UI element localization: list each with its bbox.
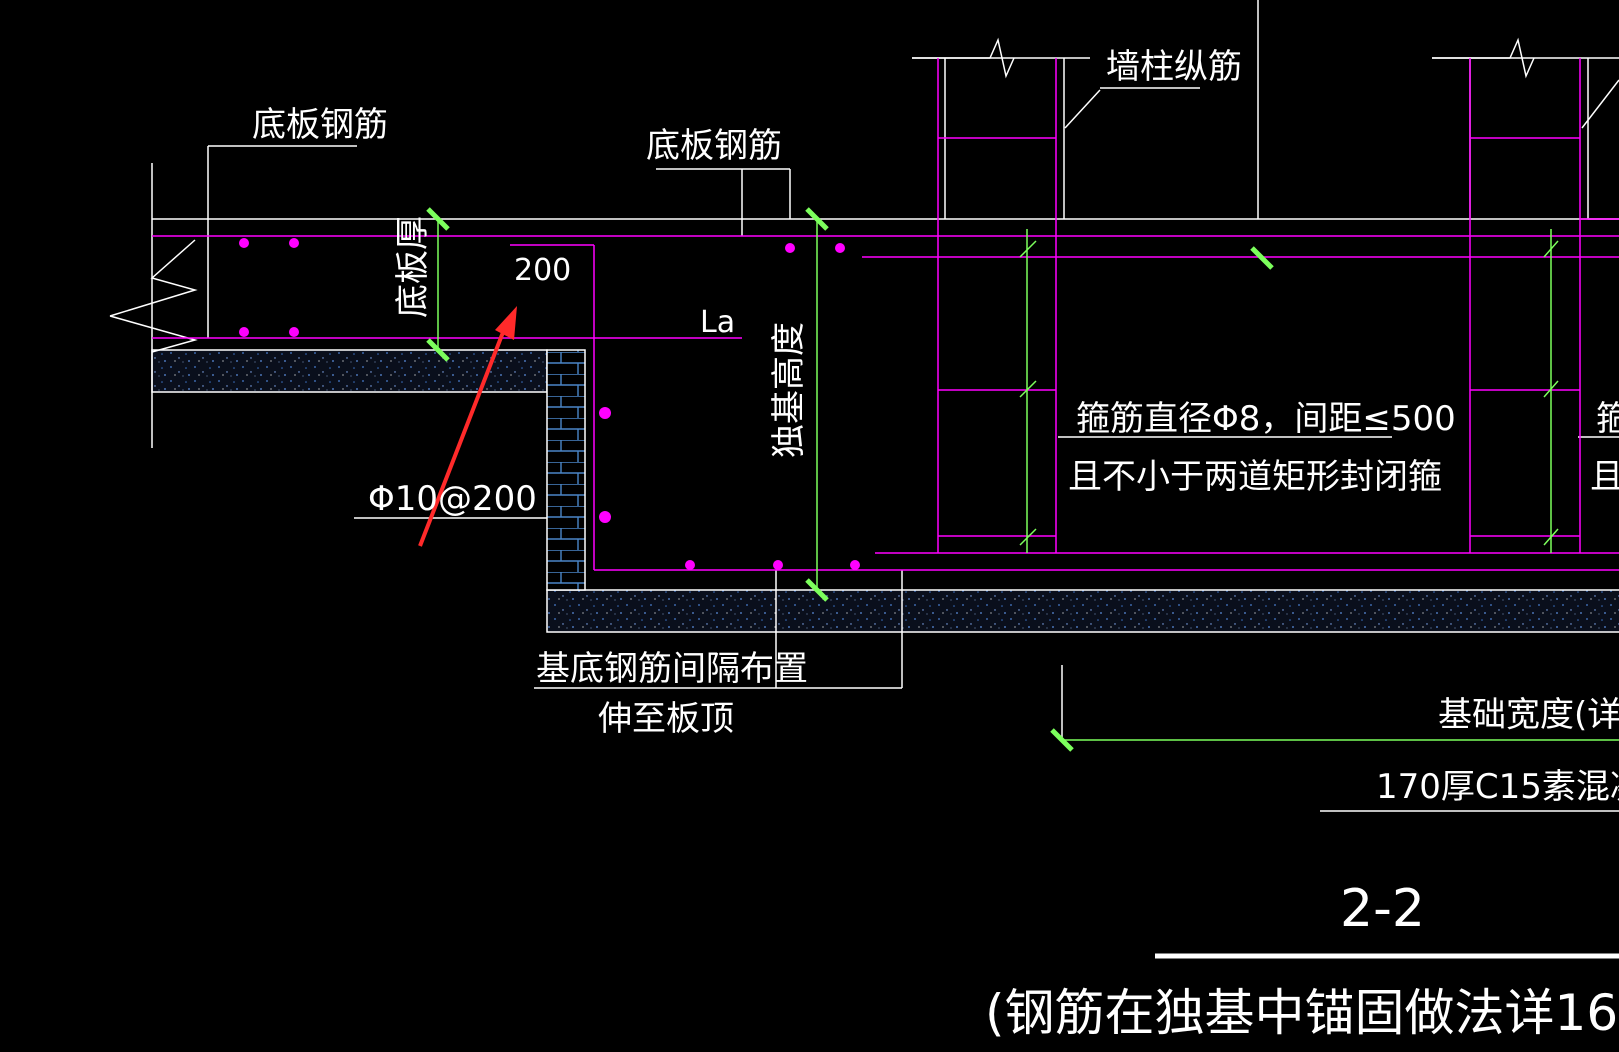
rebar-dot [785,243,795,253]
rebar-dot [239,238,249,248]
rebar-dot [599,511,611,523]
rebar-dot [835,243,845,253]
label-wall-column-rebar: 墙柱纵筋 [1106,47,1242,87]
brick-wall [546,349,586,591]
label-stirrup-note-cut-1: 箍 [1596,399,1619,439]
label-stirrup-note-2: 且不小于两道矩形封闭箍 [1068,457,1442,497]
label-stirrup-note-cut-2: 且 [1590,457,1619,497]
label-dim-200: 200 [514,253,571,288]
red-arrow-icon [418,306,517,547]
dimension-ticks [426,207,1274,752]
dimension-lines [437,219,1619,741]
label-stirrup-note-1: 箍筋直径Φ8，间距≤500 [1076,399,1456,439]
label-la: La [700,305,735,340]
footnote: (钢筋在独基中锚固做法详16G101-3) [985,984,1619,1042]
section-title: 2-2 [1340,879,1425,939]
rebar-dot [773,560,783,570]
rebar-lines [152,58,1619,571]
rebar-dots [239,238,860,570]
rebar-dot [289,238,299,248]
label-slab-thickness: 底板厚 [393,216,433,318]
label-cushion: 170厚C15素混凝土垫层 [1376,767,1619,807]
zigzag-break-icon [109,37,1535,353]
rebar-dot [239,327,249,337]
label-slab-rebar-left: 底板钢筋 [252,105,388,145]
label-foundation-width: 基础宽度(详平面) [1438,695,1619,735]
rebar-dot [850,560,860,570]
label-base-rebar-1: 基底钢筋间隔布置 [536,649,808,689]
label-phi10: Φ10@200 [368,479,537,519]
rebar-dot [289,327,299,337]
label-slab-rebar-mid: 底板钢筋 [646,126,782,166]
rebar-dot [599,407,611,419]
label-base-rebar-2: 伸至板顶 [598,699,734,739]
rebar-dot [685,560,695,570]
label-footing-height: 独基高度 [769,322,809,458]
cushion-right [546,589,1619,633]
